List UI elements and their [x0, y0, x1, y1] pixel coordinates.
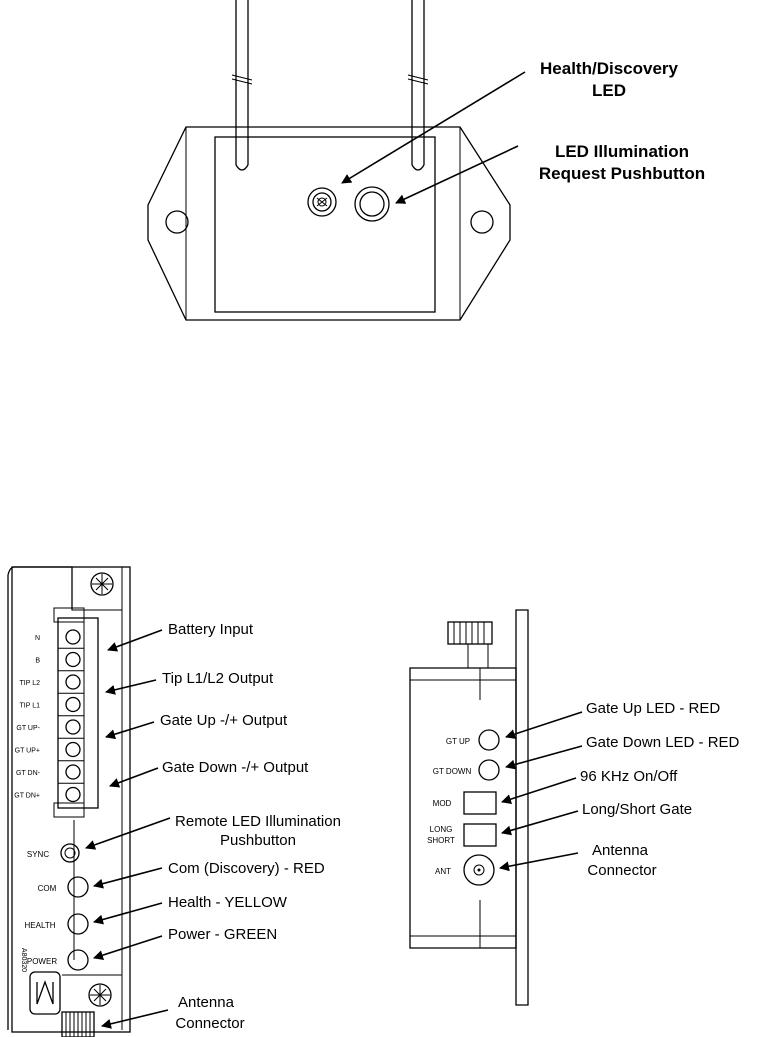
right-card: GT UP GT DOWN MOD LONG SHORT ANT Gate Up…: [409, 609, 740, 1006]
left-antenna-arrow: [101, 1009, 169, 1029]
terminal-label: GT DN-: [16, 770, 41, 777]
battery-input-label: Battery Input: [168, 621, 254, 638]
terminal-label: GT DN+: [14, 793, 40, 800]
health-led: [67, 913, 89, 935]
gate-down-led-arrow: [505, 745, 583, 770]
led-illumination-label-2: Request Pushbutton: [539, 164, 705, 183]
health-yellow-label: Health - YELLOW: [168, 894, 288, 911]
terminal-hole: [65, 674, 81, 690]
terminal-label: B: [35, 658, 40, 665]
health-label: HEALTH: [25, 921, 56, 930]
mount-hole-left: [165, 210, 189, 234]
gate-down-led-label: Gate Down LED - RED: [586, 734, 740, 751]
power-label: POWER: [27, 957, 57, 966]
power-green-label: Power - GREEN: [168, 926, 277, 943]
sync-label: SYNC: [27, 850, 49, 859]
long-short-gate-label: Long/Short Gate: [582, 801, 692, 818]
screw-bottom-icon: [88, 983, 112, 1007]
left-card: N B TIP L2 TIP L1 GT UP- GT UP+ GT DN- GT DN+ S…: [7, 566, 341, 1037]
mount-hole-right: [470, 210, 494, 234]
gate-up-led-arrow: [505, 711, 583, 739]
left-antenna-label-2: Connector: [175, 1015, 244, 1032]
right-antenna-arrow: [499, 852, 579, 872]
remote-led-label: Remote LED Illumination: [175, 813, 341, 830]
terminal-hole: [65, 696, 81, 713]
health-discovery-led: [307, 187, 337, 217]
gt-down-led: [478, 759, 500, 781]
led-illumination-label: LED Illumination: [555, 142, 689, 161]
remote-led-arrow: [85, 817, 171, 850]
terminal-label: GT UP-: [16, 725, 40, 732]
terminal-label: TIP L2: [20, 680, 41, 687]
long-short-switch[interactable]: [463, 823, 497, 847]
screw-top-icon: [90, 572, 114, 596]
power-green-arrow: [93, 935, 163, 960]
long-label: LONG: [430, 825, 453, 834]
terminal-label: TIP L1: [20, 703, 41, 710]
right-card-top-tab: [447, 621, 493, 669]
terminal-hole: [65, 741, 81, 758]
right-antenna-label: Antenna: [592, 842, 649, 859]
left-antenna-connector: [61, 1011, 95, 1037]
antenna-wires: [231, 0, 429, 171]
right-antenna-connector: [463, 854, 495, 886]
terminal-hole: [65, 719, 81, 735]
com-led: [67, 876, 89, 898]
gate-up-led-label: Gate Up LED - RED: [586, 700, 720, 717]
mod-switch[interactable]: [463, 791, 497, 815]
health-discovery-label-2: LED: [592, 81, 626, 100]
top-unit: Health/Discovery LED LED Illumination Re…: [147, 0, 705, 321]
left-antenna-label: Antenna: [178, 994, 235, 1011]
top-housing: [147, 126, 511, 321]
com-discovery-arrow: [93, 867, 163, 889]
terminal-hole: [65, 651, 81, 668]
com-label: COM: [38, 884, 57, 893]
led-illumination-arrow: [395, 145, 519, 204]
remote-led-label-2: Pushbutton: [220, 832, 296, 849]
terminal-hole: [65, 764, 81, 780]
khz-on-off-arrow: [501, 777, 577, 804]
battery-input-arrow: [107, 629, 163, 652]
gt-up-label: GT UP: [446, 737, 470, 746]
sync-pushbutton[interactable]: [60, 843, 80, 863]
health-discovery-arrow: [341, 71, 526, 184]
gate-down-output-arrow: [109, 767, 159, 788]
terminal-block: N B TIP L2 TIP L1 GT UP- GT UP+ GT DN- GT DN+: [14, 607, 99, 818]
gt-down-label: GT DOWN: [433, 767, 472, 776]
health-yellow-arrow: [93, 902, 163, 925]
gt-up-led: [478, 729, 500, 751]
gate-down-output-label: Gate Down -/+ Output: [162, 759, 309, 776]
part-number-label: A80320: [20, 948, 27, 972]
power-led: [67, 949, 89, 971]
ant-label: ANT: [435, 867, 451, 876]
terminal-hole: [65, 786, 81, 803]
health-discovery-label: Health/Discovery: [540, 59, 678, 78]
terminal-label: N: [35, 635, 40, 642]
gate-up-output-arrow: [105, 721, 155, 740]
led-illumination-pushbutton[interactable]: [354, 186, 390, 222]
terminal-hole: [65, 629, 81, 645]
mod-label: MOD: [433, 799, 452, 808]
terminal-label: GT UP+: [15, 748, 40, 755]
tip-output-label: Tip L1/L2 Output: [162, 670, 274, 687]
gate-up-output-label: Gate Up -/+ Output: [160, 712, 288, 729]
com-discovery-label: Com (Discovery) - RED: [168, 860, 325, 877]
logo-handle-icon: [29, 971, 123, 1030]
short-label: SHORT: [427, 836, 455, 845]
right-antenna-label-2: Connector: [587, 862, 656, 879]
long-short-gate-arrow: [501, 810, 579, 836]
khz-on-off-label: 96 KHz On/Off: [580, 768, 678, 785]
tip-output-arrow: [105, 679, 157, 695]
